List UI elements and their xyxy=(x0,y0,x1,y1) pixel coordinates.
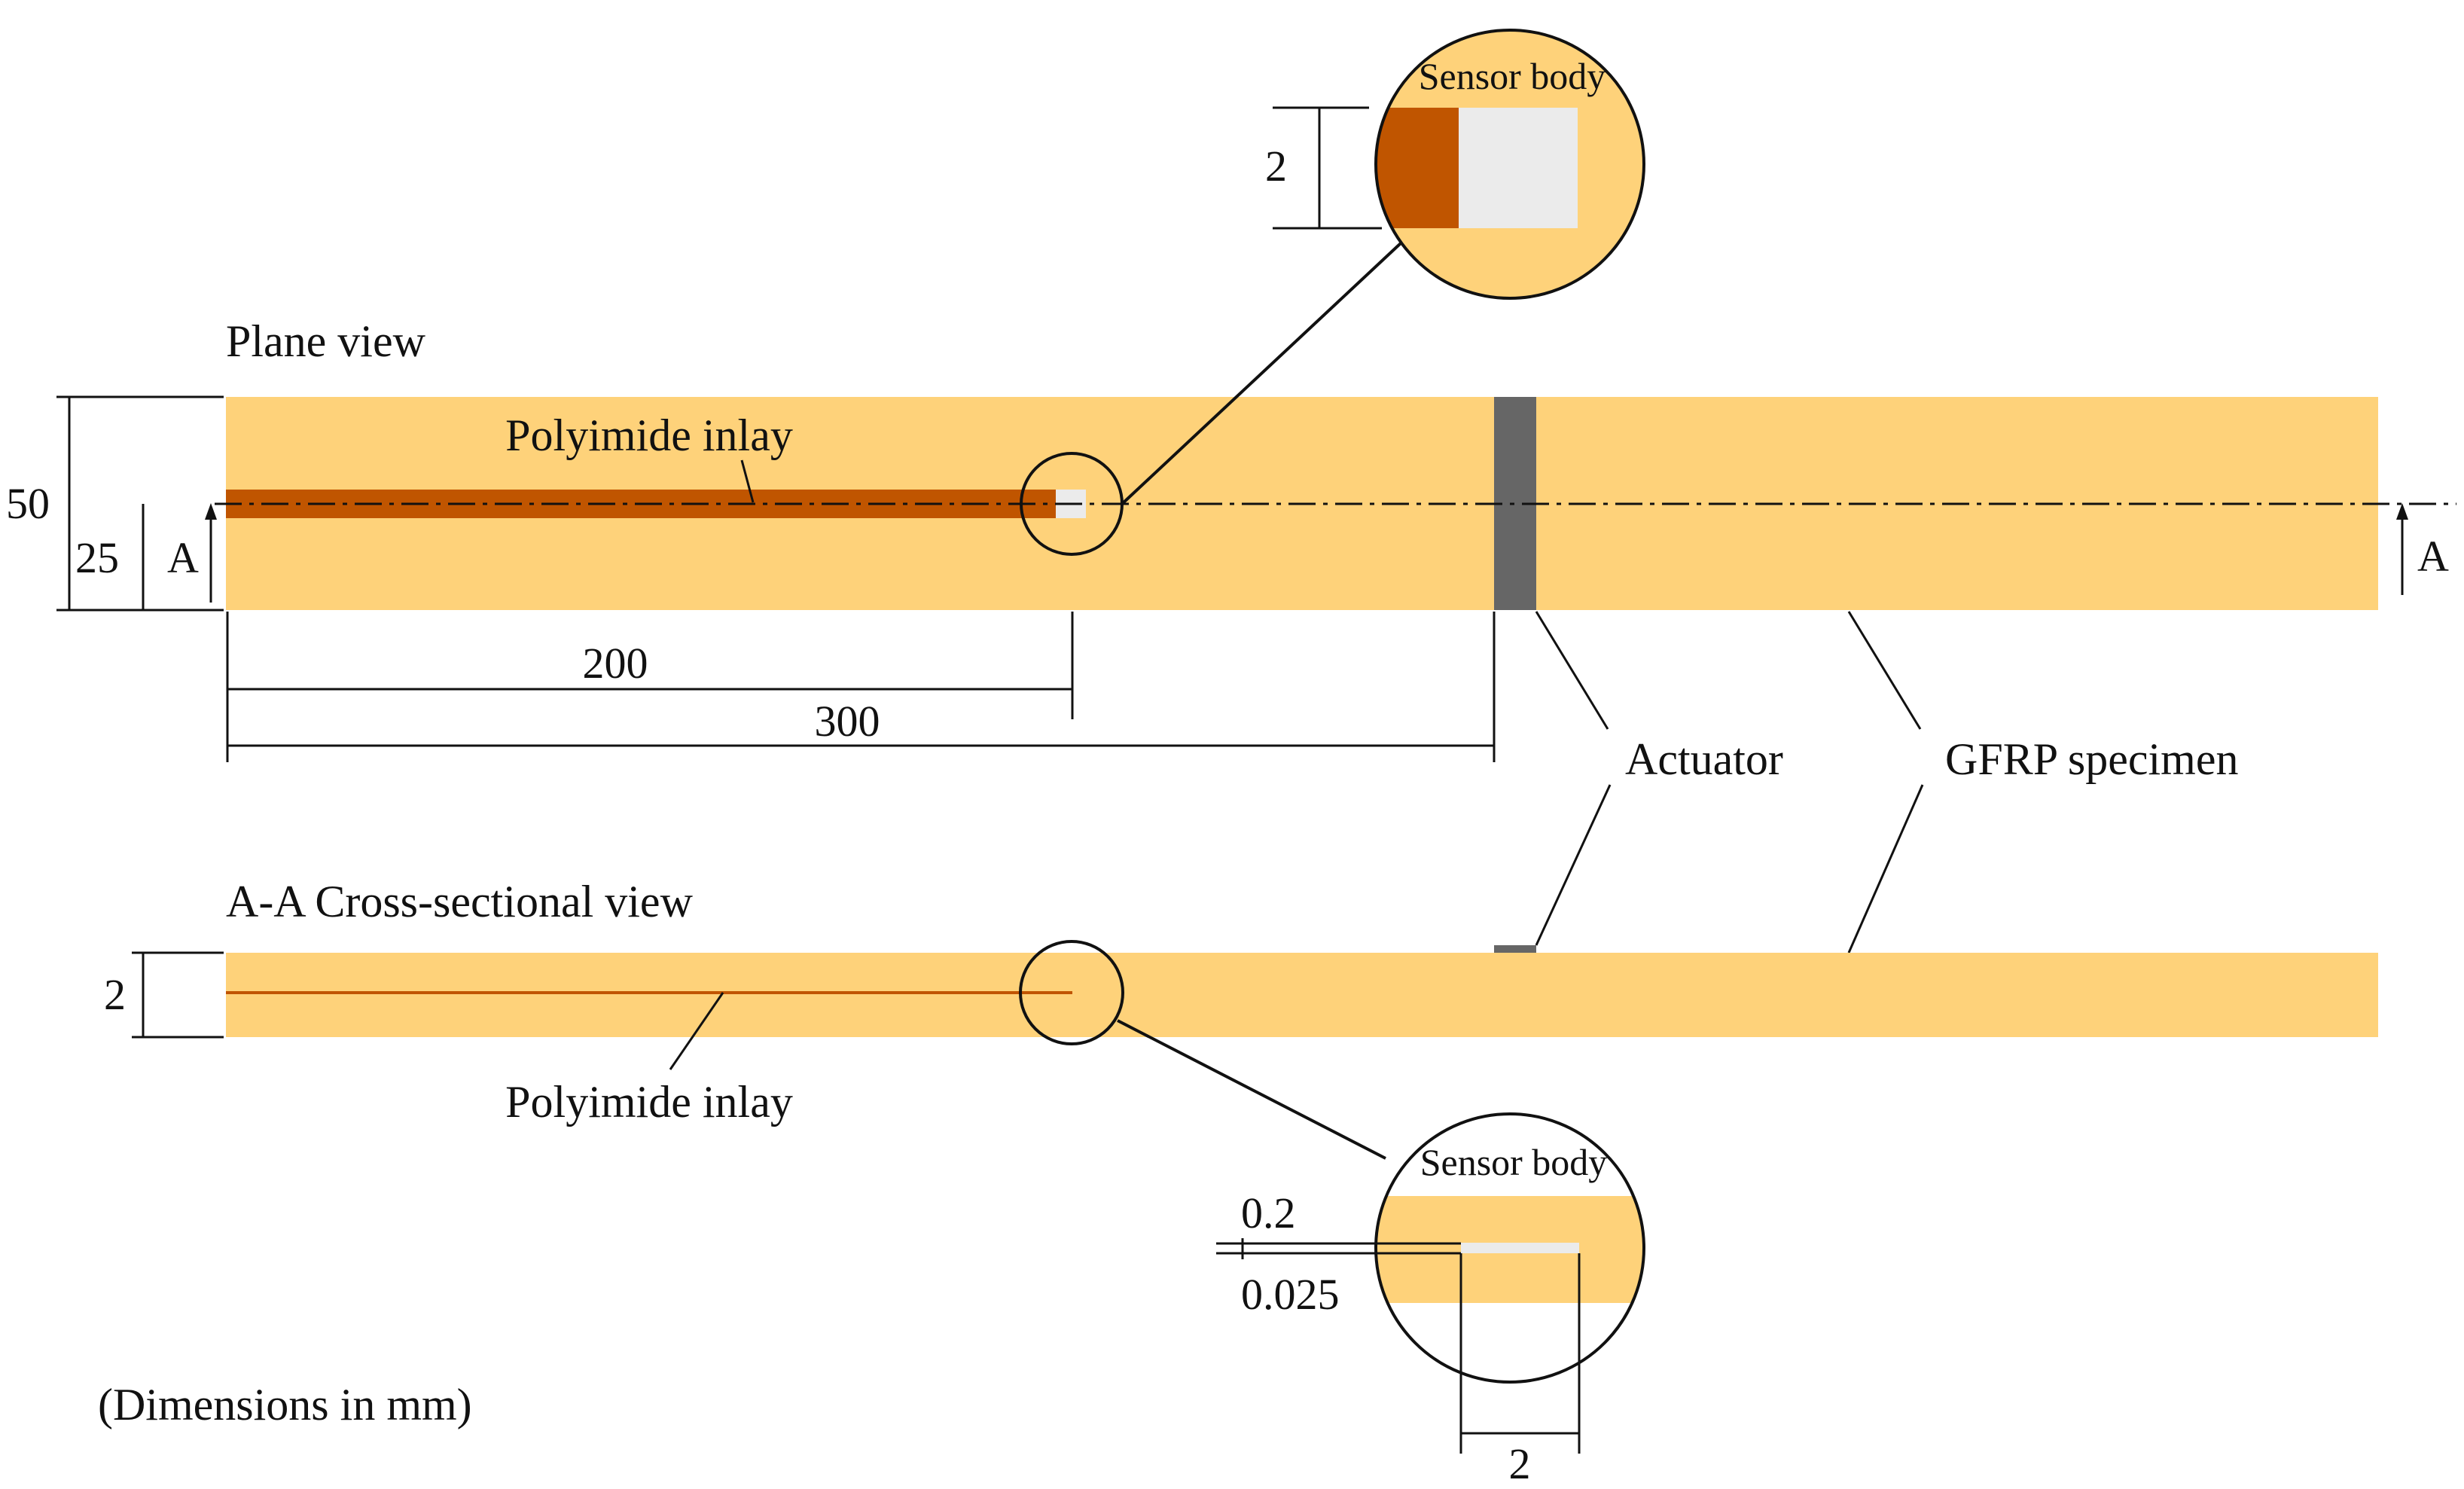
layer-thickness-dimension: 0.2 xyxy=(1241,1188,1296,1237)
plane-view-title: Plane view xyxy=(226,316,426,366)
zoom-top-sensor xyxy=(1459,108,1578,228)
gfrp-specimen-section xyxy=(226,953,2378,1037)
inlay-length-dimension: 200 xyxy=(583,639,648,688)
zoom-bottom-sensor xyxy=(1461,1243,1579,1253)
inlay-thickness-dimension: 0.025 xyxy=(1241,1270,1340,1319)
zoom-top-width-dimension: 2 xyxy=(1265,142,1287,191)
units-note: (Dimensions in mm) xyxy=(98,1380,472,1430)
gfrp-label: GFRP specimen xyxy=(1945,734,2238,784)
cross-section-title: A-A Cross-sectional view xyxy=(226,877,694,926)
polyimide-label-top: Polyimide inlay xyxy=(505,410,793,460)
thickness-dimension: 2 xyxy=(104,970,126,1019)
zoom-leader-top xyxy=(1121,242,1402,505)
section-arrow-left xyxy=(205,503,217,520)
zoom-top-inlay xyxy=(1376,108,1459,228)
zoom-leader-bottom xyxy=(1117,1019,1386,1160)
zoom-top-detail xyxy=(1376,30,1644,298)
actuator-label: Actuator xyxy=(1625,734,1783,784)
sensor-body-label-bottom: Sensor body xyxy=(1420,1141,1608,1183)
zoom-bottom-length-dimension: 2 xyxy=(1509,1439,1531,1485)
section-arrow-right xyxy=(2396,503,2408,520)
half-width-dimension: 25 xyxy=(75,533,119,582)
zoom-circle-top xyxy=(1374,29,1645,300)
zoom-circle-bottom xyxy=(1374,1112,1645,1384)
actuator-section xyxy=(1494,945,1536,953)
sensor-body-label-top: Sensor body xyxy=(1419,55,1606,97)
zoom-bottom-detail xyxy=(1376,1196,1644,1303)
section-label-left: A xyxy=(167,533,199,582)
section-label-right: A xyxy=(2417,532,2449,581)
polyimide-leader-top xyxy=(740,459,755,503)
width-dimension: 50 xyxy=(6,479,50,528)
detail-circle-section xyxy=(1019,940,1124,1045)
actuator-position-dimension: 300 xyxy=(815,697,880,746)
polyimide-label-bottom: Polyimide inlay xyxy=(505,1077,793,1127)
